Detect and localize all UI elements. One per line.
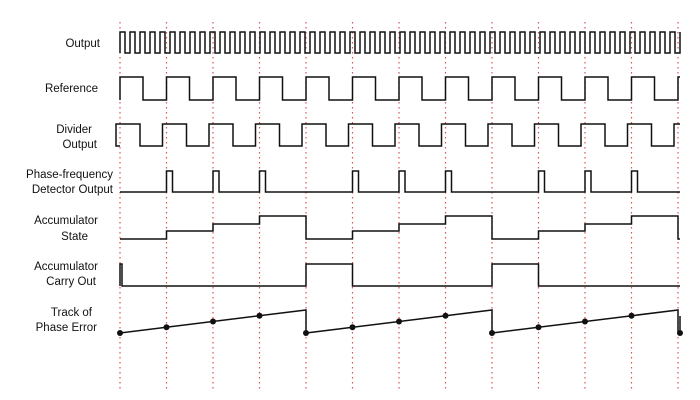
label-divider-line1: Divider (56, 124, 92, 136)
label-acc-state-line1: Accumulator (34, 215, 98, 227)
label-output: Output (65, 38, 100, 50)
label-divider-line2: Output (62, 139, 97, 151)
guide-lines (119, 22, 679, 392)
label-acc-state-line2: State (61, 231, 88, 243)
reference-waveform (119, 76, 680, 101)
label-phase-error-line1: Track of (51, 307, 93, 319)
accumulator-state-waveform (120, 215, 680, 240)
label-phase-error-line2: Phase Error (36, 322, 98, 334)
output-waveform (119, 31, 681, 54)
phase-error-dot (117, 330, 123, 336)
label-reference: Reference (45, 83, 98, 95)
phase-error-dot (628, 312, 635, 319)
waveforms (115, 31, 683, 336)
phase-error-dot (163, 324, 170, 331)
divider-waveform (115, 123, 680, 147)
label-pfd-line2: Detector Output (32, 184, 114, 196)
label-acc-carry-line1: Accumulator (34, 261, 98, 273)
phase-error-dot (677, 330, 683, 336)
phase-error-dot (303, 330, 309, 336)
label-acc-carry-line2: Carry Out (46, 276, 97, 288)
phase-error-dot (535, 324, 542, 331)
label-pfd-line1: Phase-frequency (26, 169, 113, 181)
phase-error-dot (582, 318, 588, 325)
phase-error-dot (349, 324, 356, 331)
phase-error-dot (489, 330, 495, 336)
phase-error-dot (396, 318, 402, 325)
signal-labels: Output Reference Divider Output Phase-fr… (26, 38, 114, 334)
accumulator-carry-waveform (119, 263, 680, 287)
phase-error-dot (442, 312, 449, 319)
phase-error-dot (256, 312, 263, 319)
phase-error-dot (210, 318, 216, 325)
pfd-waveform (120, 170, 680, 193)
